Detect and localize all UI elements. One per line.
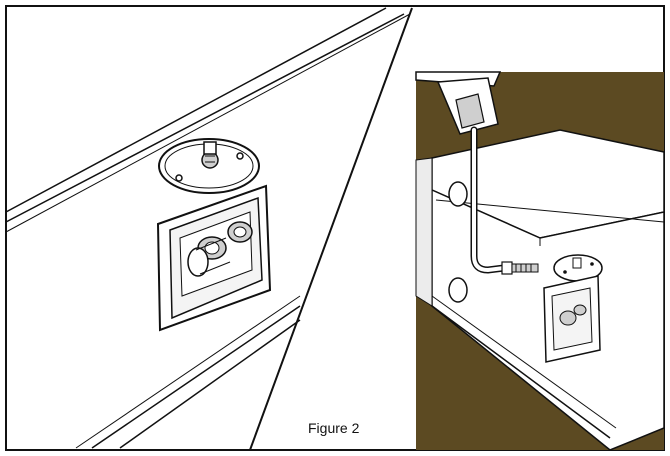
hex-key-icon [470, 126, 539, 275]
nut-plate-icon [158, 138, 260, 194]
port-icon [448, 181, 468, 207]
panel-divider [249, 7, 413, 451]
port-icon [448, 277, 468, 303]
wrench-insertion-panel [415, 71, 665, 451]
hand-icon [415, 71, 502, 135]
figure-caption: Figure 2 [306, 420, 362, 436]
closeup-detail-panel [5, 7, 411, 449]
socket-box-icon [156, 184, 272, 332]
